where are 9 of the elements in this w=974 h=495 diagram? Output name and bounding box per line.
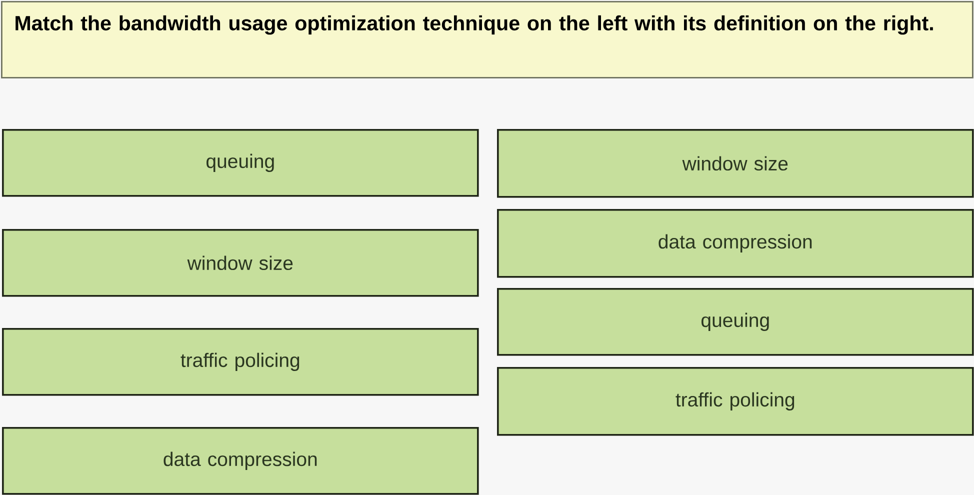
answer-box: data compression bbox=[2, 427, 479, 495]
answer-box: data compression bbox=[497, 209, 974, 278]
answer-box: queuing bbox=[497, 288, 974, 356]
prompt-box: Match the bandwidth usage optimization technique on the left with its definition on the right. bbox=[1, 1, 974, 78]
answer-box: window size bbox=[2, 229, 479, 297]
answer-box: traffic policing bbox=[497, 367, 974, 436]
answer-box: traffic policing bbox=[2, 328, 479, 396]
answer-box: queuing bbox=[2, 129, 479, 197]
answer-box: window size bbox=[497, 129, 974, 198]
